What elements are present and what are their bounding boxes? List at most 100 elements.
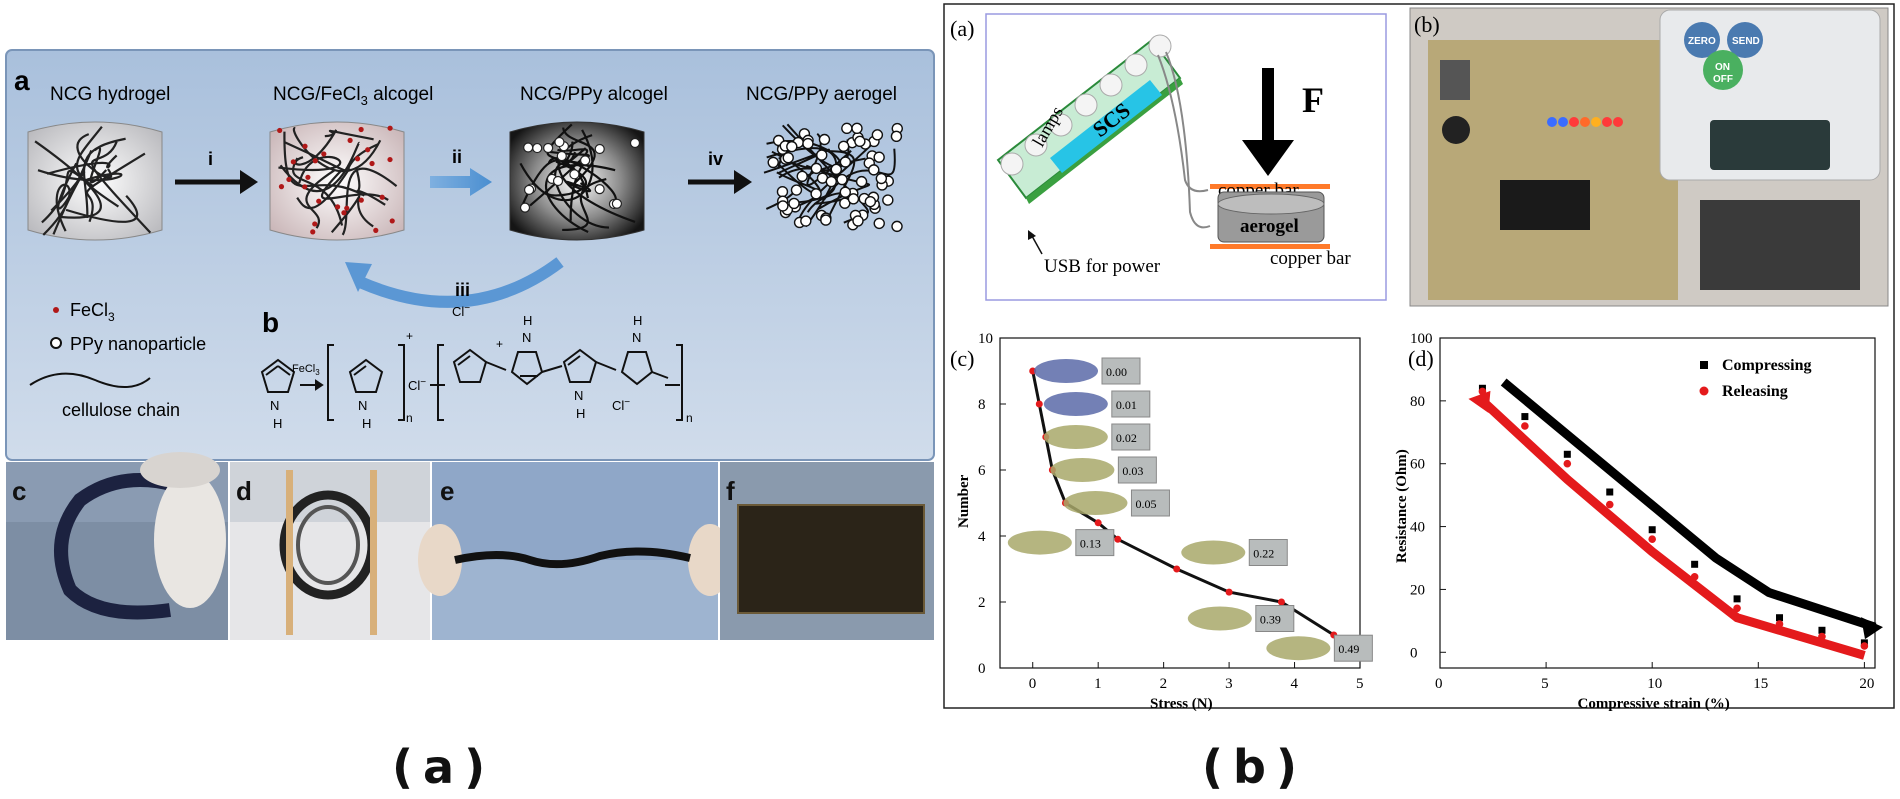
ppy-particle xyxy=(767,156,779,169)
chart-c-led-thumb xyxy=(1043,425,1108,449)
reaction-label: b xyxy=(262,307,279,338)
chart-c-ylabel: Number xyxy=(956,474,972,528)
led xyxy=(1613,117,1623,127)
chart-d-legend-label: Compressing xyxy=(1722,357,1812,374)
svg-text:Cl−: Cl− xyxy=(408,377,426,393)
fecl3-dot xyxy=(344,205,350,211)
led xyxy=(1558,117,1568,127)
chart-c-annotation: 0.39 xyxy=(1260,613,1281,627)
chart-c-annotation: 0.13 xyxy=(1080,537,1101,551)
chart-d-point xyxy=(1563,450,1571,458)
chart-d-point xyxy=(1733,604,1741,613)
ppy-particle xyxy=(594,143,605,155)
chart-d-point xyxy=(1818,632,1826,641)
copper-bar-bottom: copper bar xyxy=(1270,248,1351,269)
photo-label-d: d xyxy=(236,476,252,506)
chart-d-point xyxy=(1648,535,1656,543)
cellulose-fiber xyxy=(305,169,335,229)
cellulose-fiber xyxy=(46,154,118,175)
chart-c-ytick-label: 10 xyxy=(978,331,993,347)
svg-text:H: H xyxy=(273,416,282,431)
ppy-particle xyxy=(777,200,789,212)
chart-d-point xyxy=(1521,422,1529,430)
cellulose-fiber xyxy=(294,129,338,166)
caption-b: (b) xyxy=(1202,740,1307,794)
ppy-particle xyxy=(825,175,837,188)
lamp-bulb xyxy=(1000,152,1024,176)
cellulose-fiber xyxy=(292,127,382,173)
led xyxy=(1569,117,1579,127)
device-photo: ZERO SEND ON OFF (b) xyxy=(1409,7,1889,307)
chart-d-point xyxy=(1691,560,1699,568)
chart-c-ytick-label: 6 xyxy=(978,463,986,479)
ppy-particle xyxy=(868,164,880,176)
chart-c-xtick-label: 4 xyxy=(1291,676,1299,692)
ppy-particle xyxy=(875,172,888,185)
legend-fecl3: FeCl3 xyxy=(53,300,115,324)
chart-c-xtick-label: 1 xyxy=(1094,676,1102,692)
svg-text:i: i xyxy=(208,149,213,169)
chart-c-point xyxy=(1225,588,1233,596)
ppy-particle xyxy=(611,198,622,209)
fecl3-dot xyxy=(365,147,371,153)
ppy-particle xyxy=(839,156,852,168)
photo-c: c xyxy=(6,452,228,640)
chart-c-annotation: 0.22 xyxy=(1253,547,1274,561)
photo-d: d xyxy=(230,462,430,640)
fecl3-dot xyxy=(358,197,364,203)
chart-c-readout xyxy=(1333,634,1373,662)
fecl3-dot xyxy=(387,125,393,131)
cellulose-fiber xyxy=(284,141,380,172)
chart-c-ytick-label: 4 xyxy=(978,529,986,545)
chart-d-legend-marker xyxy=(1700,361,1708,369)
ppy-particle xyxy=(594,184,605,195)
ppy-particle xyxy=(800,215,812,227)
chart-d-arrowhead xyxy=(1468,390,1491,413)
force-label: F xyxy=(1302,80,1324,120)
chart-c-led-thumb xyxy=(1007,530,1072,555)
lamp-bulb xyxy=(1099,73,1123,97)
cellulose-fiber xyxy=(557,134,636,223)
cylinder-fecl3-alcogel xyxy=(269,121,405,241)
cellulose-fiber xyxy=(296,167,351,210)
ppy-particle xyxy=(569,169,580,180)
cylinder-ppy-alcogel xyxy=(509,121,645,241)
panel-label-b-b: (b) xyxy=(1414,12,1440,37)
chart-d-point xyxy=(1690,573,1699,581)
chart-c-led-thumb xyxy=(1063,491,1128,515)
svg-text:FeCl3: FeCl3 xyxy=(292,363,320,377)
chart-d-xtick-label: 20 xyxy=(1859,676,1874,692)
ppy-particle xyxy=(543,142,554,154)
ppy-particle xyxy=(854,135,866,148)
svg-text:FeCl3: FeCl3 xyxy=(70,300,115,324)
chart-c-xtick-label: 5 xyxy=(1356,676,1364,692)
svg-text:iv: iv xyxy=(708,149,723,169)
svg-text:N: N xyxy=(270,398,279,413)
figure-a: a NCG hydrogel NCG/FeCl3 alcogel NCG/PPy… xyxy=(0,0,940,794)
chart-d-xtick-label: 15 xyxy=(1753,676,1768,692)
fecl3-dot xyxy=(312,221,318,227)
cellulose-fiber xyxy=(321,170,389,201)
cellulose-fiber xyxy=(827,150,856,218)
stage-title-3: NCG/PPy alcogel xyxy=(520,84,668,105)
device-btn-zero: ZERO xyxy=(1688,36,1716,47)
ppy-particle xyxy=(810,188,822,200)
svg-text:H: H xyxy=(576,406,585,421)
cellulose-fiber xyxy=(805,164,870,211)
panel-label-b-d: (d) xyxy=(1408,346,1434,371)
led xyxy=(1547,117,1557,127)
chart-d-ytick-label: 40 xyxy=(1410,520,1425,536)
chart-c-readout xyxy=(1255,605,1295,632)
chart-c-annotation: 0.02 xyxy=(1116,431,1137,445)
chart-d-point xyxy=(1478,387,1487,396)
chart-c-annotation: 0.05 xyxy=(1135,497,1156,511)
ppy-particle xyxy=(830,163,842,176)
cellulose-fiber xyxy=(554,160,609,229)
chart-c-xlabel: Stress (N) xyxy=(1150,696,1213,712)
chart-d-point xyxy=(1733,595,1741,603)
figure-b: (a) SCS lamps copper bar aerogel copper … xyxy=(940,0,1900,794)
aerogel-network xyxy=(763,122,903,233)
fecl3-dot xyxy=(277,127,283,134)
ppy-particle xyxy=(851,122,863,134)
lamp-bulb xyxy=(1049,113,1073,137)
